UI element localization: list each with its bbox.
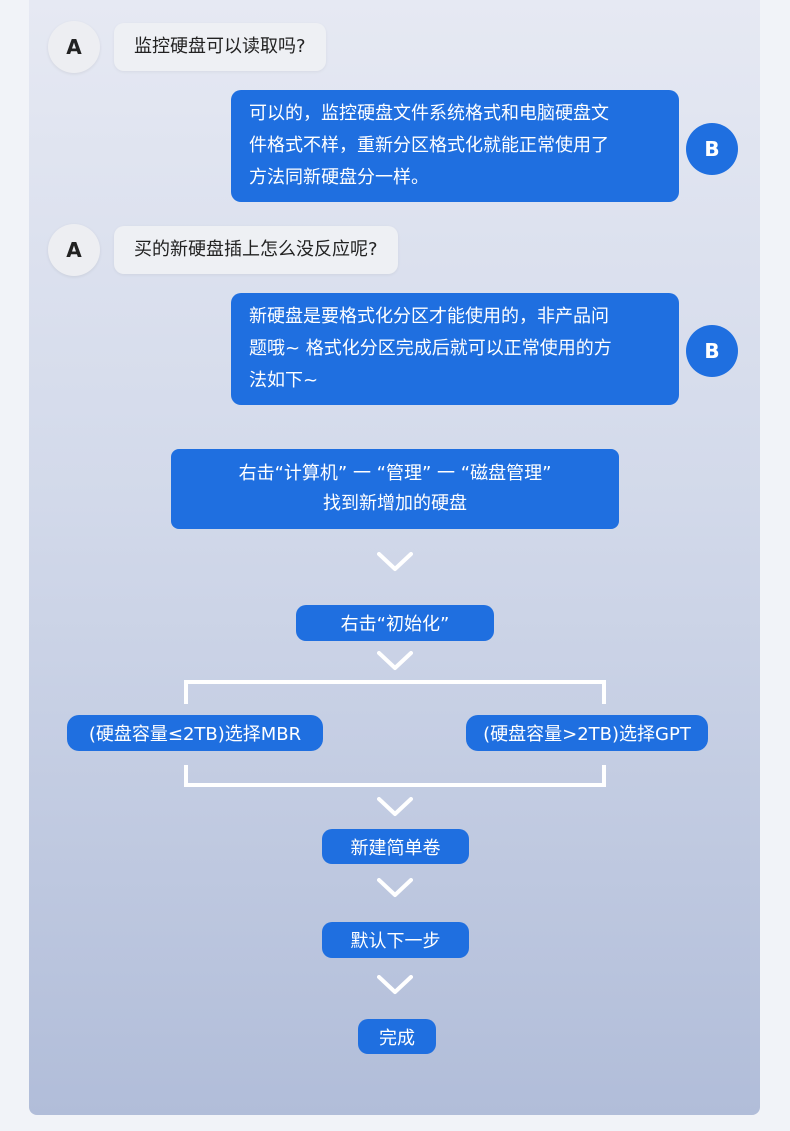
message-a-1: 监控硬盘可以读取吗? bbox=[114, 23, 326, 71]
chevron-down-icon bbox=[377, 975, 413, 994]
avatar-b: B bbox=[686, 123, 738, 175]
avatar-a: A bbox=[48, 224, 100, 276]
avatar-a: A bbox=[48, 21, 100, 73]
flow-step-initialize: 右击“初始化” bbox=[296, 605, 494, 641]
message-line: 方法同新硬盘分一样。 bbox=[249, 167, 429, 188]
flow-step-finish: 完成 bbox=[358, 1019, 436, 1054]
chevron-down-icon bbox=[377, 797, 413, 816]
chevron-down-icon bbox=[377, 552, 413, 571]
flow-step-new-simple-volume: 新建简单卷 bbox=[322, 829, 469, 864]
chevron-down-icon bbox=[377, 878, 413, 897]
branch-bracket-top bbox=[184, 680, 606, 704]
chevron-down-icon bbox=[377, 651, 413, 670]
message-b-2: 新硬盘是要格式化分区才能使用的，非产品问 题哦~ 格式化分区完成后就可以正常使用… bbox=[231, 293, 679, 405]
step-line: 找到新增加的硬盘 bbox=[323, 493, 467, 514]
message-line: 法如下~ bbox=[249, 370, 319, 391]
flow-branch-mbr: (硬盘容量≤2TB)选择MBR bbox=[67, 715, 323, 751]
step-line: 右击“计算机” 一 “管理” 一 “磁盘管理” bbox=[238, 463, 552, 484]
flow-step-open-disk-management: 右击“计算机” 一 “管理” 一 “磁盘管理” 找到新增加的硬盘 bbox=[171, 449, 619, 529]
message-line: 可以的，监控硬盘文件系统格式和电脑硬盘文 bbox=[249, 103, 609, 124]
message-a-2: 买的新硬盘插上怎么没反应呢? bbox=[114, 226, 398, 274]
branch-bracket-bottom bbox=[184, 765, 606, 787]
flow-step-default-next: 默认下一步 bbox=[322, 922, 469, 958]
message-line: 新硬盘是要格式化分区才能使用的，非产品问 bbox=[249, 306, 609, 327]
flow-branch-gpt: (硬盘容量>2TB)选择GPT bbox=[466, 715, 708, 751]
message-b-1: 可以的，监控硬盘文件系统格式和电脑硬盘文 件格式不样，重新分区格式化就能正常使用… bbox=[231, 90, 679, 202]
message-line: 件格式不样，重新分区格式化就能正常使用了 bbox=[249, 135, 609, 156]
message-line: 题哦~ 格式化分区完成后就可以正常使用的方 bbox=[249, 338, 612, 359]
avatar-b: B bbox=[686, 325, 738, 377]
chat-panel: A 监控硬盘可以读取吗? 可以的，监控硬盘文件系统格式和电脑硬盘文 件格式不样，… bbox=[29, 0, 760, 1115]
